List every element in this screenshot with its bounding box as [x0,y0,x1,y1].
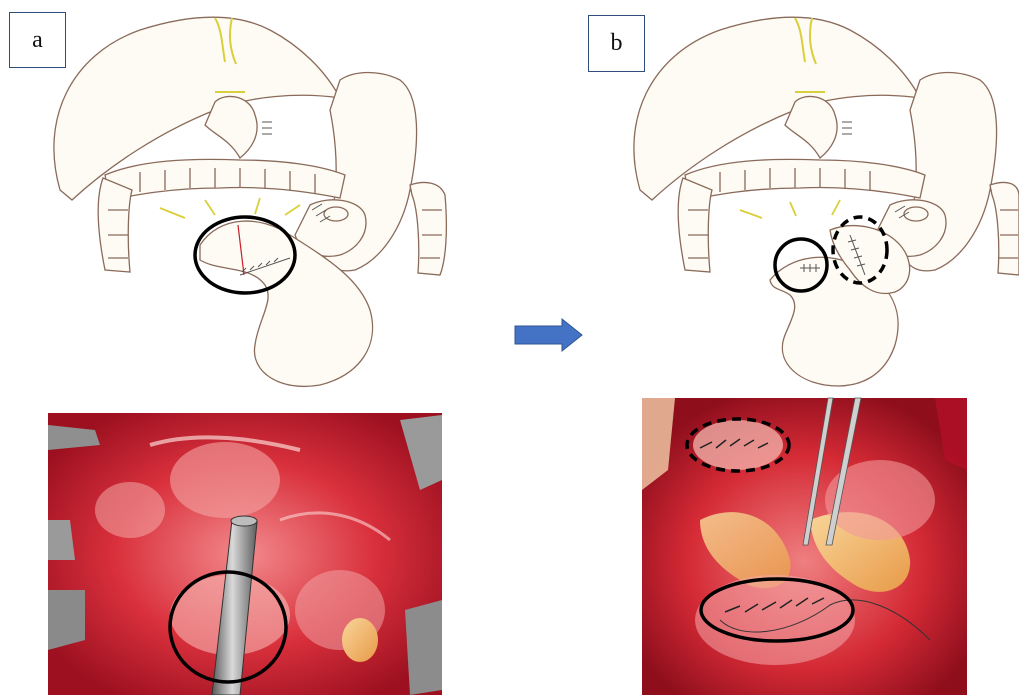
diagram-a [54,17,446,386]
descending-colon-shape [410,182,446,275]
surgical-photo-a [48,413,442,695]
colon-shape [105,159,345,200]
diagram-b [634,17,1019,386]
surgical-photo-b [642,398,967,695]
descending-colon-shape [990,182,1019,275]
right-arrow-icon [515,319,582,351]
duodenum-shape [785,96,837,158]
colon-shape [685,159,925,200]
duodenum-shape [205,96,257,158]
